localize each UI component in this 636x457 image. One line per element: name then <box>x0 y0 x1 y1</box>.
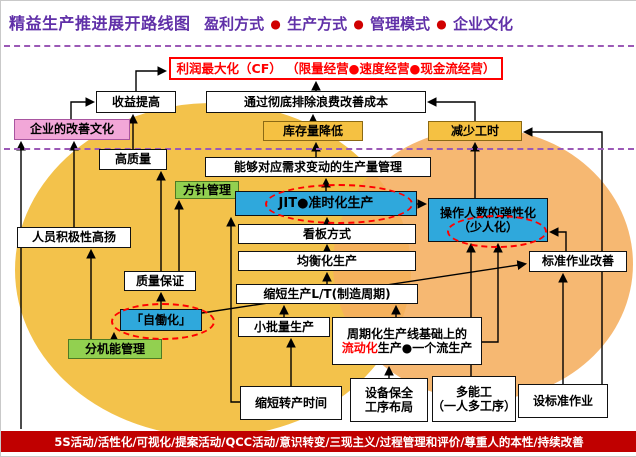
node-flow-production-highlight: 流动化 <box>341 341 378 355</box>
node-workforce-flexibility-line1: 操作人数的弹性化 <box>439 205 536 220</box>
node-flow-production-rest: 生产●一个流生产 <box>377 341 473 355</box>
node-kanban: 看板方式 <box>238 224 416 244</box>
node-employee-morale: 人员积极性高扬 <box>17 227 131 248</box>
page-title: 精益生产推进展开路线图 盈利方式 ● 生产方式 ● 管理模式 ● 企业文化 <box>9 10 513 34</box>
node-changeover-time-reduction: 缩短转产时间 <box>240 386 342 420</box>
node-demand-responsive-volume: 能够对应需求变动的生产量管理 <box>205 157 431 177</box>
node-high-quality: 高质量 <box>99 149 167 170</box>
node-small-lot-production: 小批量生产 <box>238 317 330 337</box>
title-item-management-model: 管理模式 <box>370 15 431 33</box>
node-equipment-maintenance-layout: 设备保全 工序布局 <box>350 378 428 422</box>
node-functional-management: 分机能管理 <box>68 339 162 359</box>
node-leadtime-reduction: 缩短生产L/T(制造周期) <box>236 284 418 304</box>
title-main: 精益生产推进展开路线图 <box>9 14 191 33</box>
title-item-corporate-culture: 企业文化 <box>453 15 514 33</box>
node-policy-management: 方针管理 <box>175 181 239 199</box>
node-workforce-flexibility-line2: （少人化） <box>457 220 518 234</box>
footer-bar: 5S活动/活性化/可视化/提案活动/QCC活动/意识转变/三现主义/过程管理和评… <box>1 431 636 452</box>
node-multiskilled-worker: 多能工 （一人多工序） <box>432 376 516 422</box>
node-set-standard-work: 设标准作业 <box>518 384 608 418</box>
dashed-separator-middle <box>4 148 634 150</box>
node-workforce-flexibility: 操作人数的弹性化 （少人化） <box>428 198 548 242</box>
node-kaizen-culture: 企业的改善文化 <box>14 119 130 140</box>
bullet-icon: ● <box>270 17 281 31</box>
node-flow-production-line1: 周期化生产线基础上的 <box>346 326 467 341</box>
node-multiskilled-worker-line1: 多能工 <box>456 384 493 399</box>
node-quality-assurance: 质量保证 <box>124 271 196 291</box>
node-standard-work-improvement: 标准作业改善 <box>529 251 627 272</box>
title-item-profit-model: 盈利方式 <box>204 15 265 33</box>
node-heijunka: 均衡化生产 <box>238 251 416 271</box>
node-inventory-reduction: 库存量降低 <box>263 121 363 141</box>
bullet-icon: ● <box>436 17 447 31</box>
node-equipment-maintenance-line1: 设备保全 <box>364 385 413 400</box>
node-equipment-maintenance-line2: 工序布局 <box>364 400 413 414</box>
bullet-icon: ● <box>353 17 364 31</box>
node-cost-improvement: 通过彻底排除浪费改善成本 <box>206 91 426 113</box>
node-jit: JIT●准时化生产 <box>235 191 417 216</box>
title-subtitle: 盈利方式 ● 生产方式 ● 管理模式 ● 企业文化 <box>204 15 513 33</box>
node-jidoka: 「自働化」 <box>120 309 202 331</box>
title-item-production-model: 生产方式 <box>287 15 348 33</box>
node-profit-maximization: 利润最大化（CF） （限量经营●速度经营●现金流经营） <box>169 57 503 80</box>
dashed-separator-top <box>4 45 634 47</box>
node-revenue-increase: 收益提高 <box>96 91 176 113</box>
node-multiskilled-worker-line2: （一人多工序） <box>432 399 517 413</box>
node-flow-production-line2: 流动化生产●一个流生产 <box>342 341 473 355</box>
node-flow-production: 周期化生产线基础上的 流动化生产●一个流生产 <box>332 317 482 365</box>
node-manhour-reduction: 减少工时 <box>428 121 522 141</box>
